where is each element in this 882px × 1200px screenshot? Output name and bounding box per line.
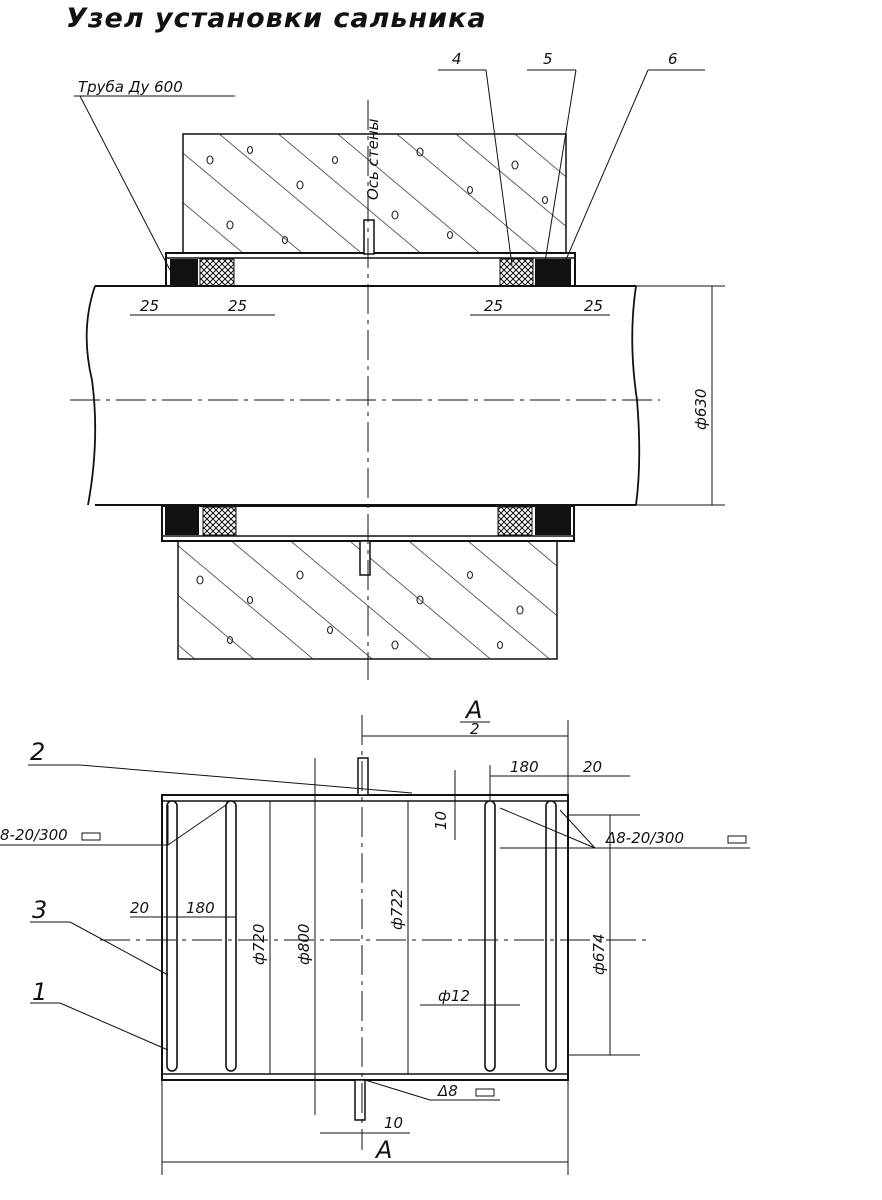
dim-A: A [374, 1136, 392, 1164]
callout-6: 6 [668, 50, 678, 68]
dim-d722: ф722 [388, 889, 406, 930]
callout-4: 4 [452, 50, 462, 68]
dim-180-right: 180 [510, 758, 539, 776]
wall-axis-label: Ось стены [364, 118, 382, 200]
callout-5: 5 [543, 50, 553, 68]
dim-half-A-num: A [464, 696, 482, 724]
dim-d720: ф720 [250, 924, 268, 965]
dim-10-rib: 10 [384, 1114, 403, 1132]
sleeve-detail [100, 715, 650, 1150]
dim-25-right-inner: 25 [484, 297, 503, 315]
callout-2: 2 [30, 738, 45, 766]
dim-25-right-outer: 25 [584, 297, 603, 315]
weld-note-bottom: Δ8 [437, 1082, 458, 1100]
dim-20-left: 20 [130, 899, 149, 917]
dim-half-A-den: 2 [470, 720, 480, 738]
dim-25-left-outer: 25 [140, 297, 159, 315]
callout-1: 1 [32, 978, 47, 1006]
callout-3: 3 [32, 896, 47, 924]
pipe-body [70, 100, 660, 680]
dim-10-wall: 10 [432, 811, 450, 830]
weld-note-right: Δ8-20/300 [605, 829, 684, 847]
dim-180-left: 180 [186, 899, 215, 917]
dim-d800: ф800 [295, 924, 313, 965]
pipe-label: Труба Ду 600 [78, 78, 183, 96]
dim-d674: ф674 [590, 934, 608, 975]
dim-d12: ф12 [438, 987, 470, 1005]
dim-pipe-diameter: ф630 [692, 389, 710, 430]
drawing-title: Узел установки сальника [66, 3, 487, 34]
dim-25-left-inner: 25 [228, 297, 247, 315]
weld-note-left: 8-20/300 [0, 826, 68, 844]
dim-20-right: 20 [583, 758, 602, 776]
